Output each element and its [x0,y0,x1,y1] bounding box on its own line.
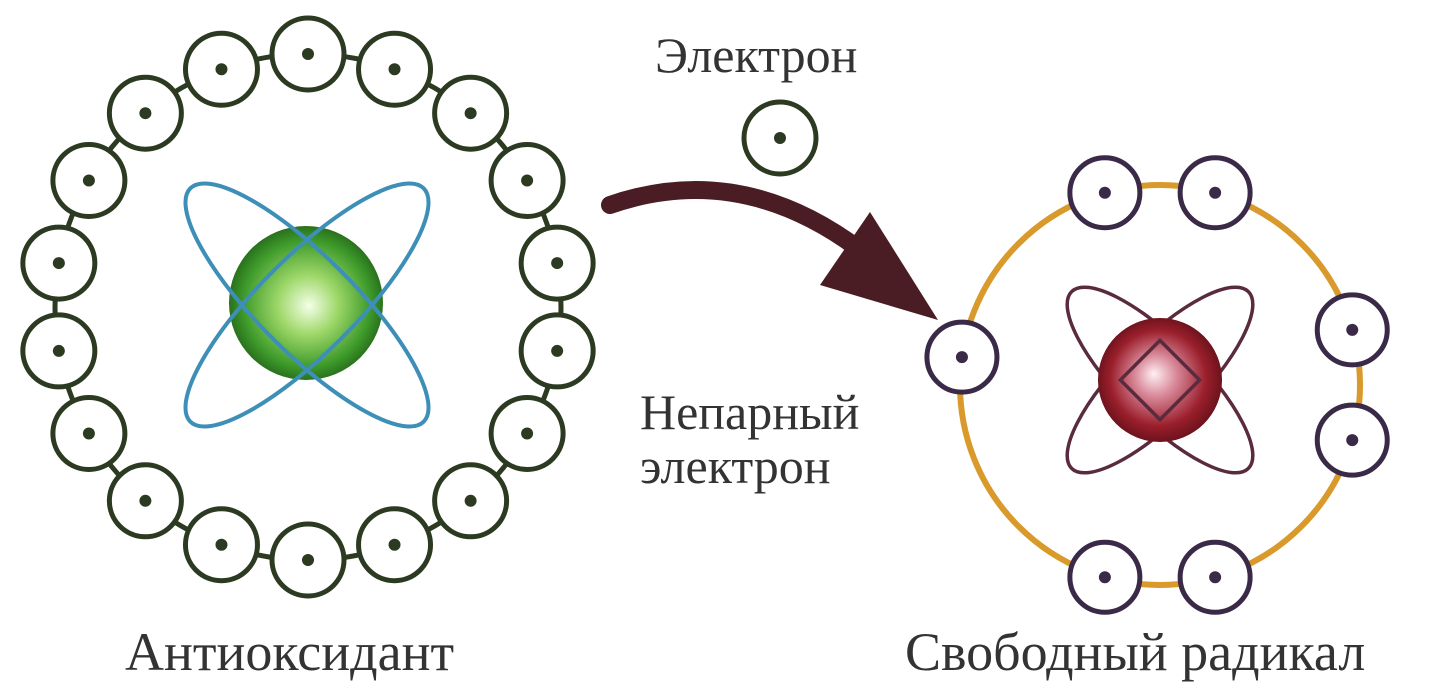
radical-nucleus [1098,318,1222,442]
unpaired-electron-label-line2: электрон [640,439,859,493]
transfer-arrow [610,190,938,320]
radical-electron [927,322,997,392]
antioxidant-core [156,154,457,455]
free-radical-atom [927,158,1387,613]
antioxidant-electron [359,33,431,105]
electron-label: Электрон [655,30,857,80]
antioxidant-electron [435,465,507,537]
radical-electron [1317,295,1387,365]
free-radical-label: Свободный радикал [905,625,1365,679]
antioxidant-electron [272,18,344,90]
antioxidant-electron [109,465,181,537]
antioxidant-electron [491,145,563,217]
radical-electron [1070,542,1140,612]
unpaired-electron-label-line1: Непарный [640,385,859,439]
antioxidant-electron [23,315,95,387]
antioxidant-electron [185,509,257,581]
antioxidant-electron [109,77,181,149]
antioxidant-electron [491,398,563,470]
radical-electron [1180,158,1250,228]
radical-electron [1317,405,1387,475]
antioxidant-label: Антиоксидант [125,625,454,679]
antioxidant-electron [359,509,431,581]
antioxidant-nucleus [229,226,383,380]
antioxidant-electron [23,227,95,299]
antioxidant-electron [521,227,593,299]
radical-electron [1180,542,1250,612]
transfer-arrow-shaft [610,190,860,250]
free-electron [744,102,816,174]
antioxidant-electron [272,524,344,596]
radical-electron [1070,158,1140,228]
antioxidant-atom [23,18,593,596]
antioxidant-electron [53,398,125,470]
antioxidant-electron [185,33,257,105]
antioxidant-electron [521,315,593,387]
unpaired-electron-label: Непарный электрон [640,385,859,493]
antioxidant-electron [435,77,507,149]
antioxidant-electron [53,145,125,217]
radical-core [1043,263,1276,496]
